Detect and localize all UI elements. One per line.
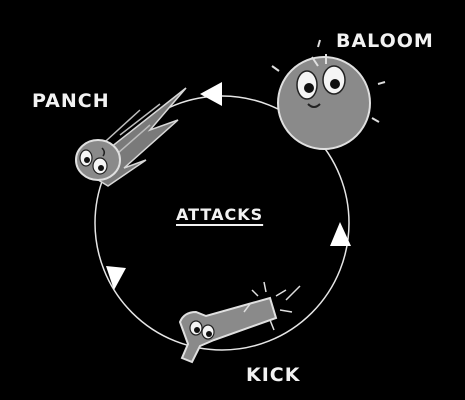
leg-character-icon xyxy=(178,281,301,364)
node-label-kick: KICK xyxy=(246,364,301,386)
arrow-kick-to-baloom xyxy=(330,222,351,246)
diagram-title: ATTACKS xyxy=(176,205,264,224)
node-label-panch: PANCH xyxy=(32,90,110,112)
fireball-character-icon xyxy=(75,87,187,187)
arrow-baloom-to-panch xyxy=(200,82,222,106)
node-label-baloom: BALOOM xyxy=(336,30,434,52)
arrow-panch-to-kick xyxy=(106,266,126,290)
balloon-character-icon xyxy=(271,39,386,150)
